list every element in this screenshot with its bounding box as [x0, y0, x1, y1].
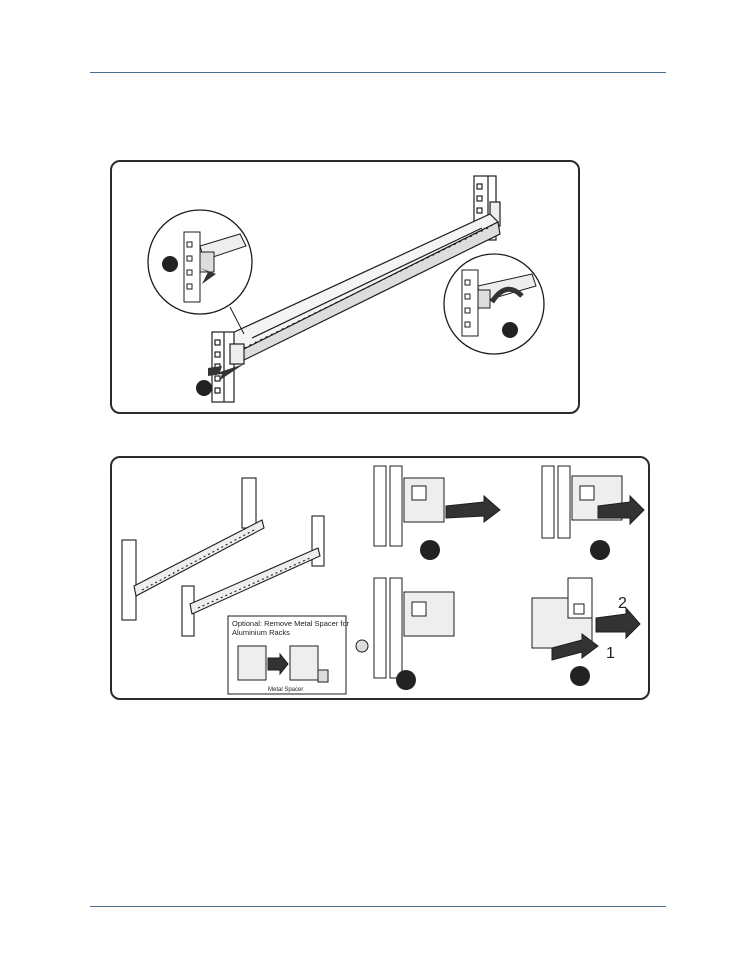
note-line-2: Aluminium Racks	[232, 628, 290, 637]
figure-top-panel	[110, 160, 580, 414]
header-rule	[90, 72, 666, 73]
zoom-callout-right	[443, 253, 545, 355]
marker-g	[570, 666, 590, 686]
slide-rail	[229, 213, 501, 363]
note-line-1: Optional: Remove Metal Spacer for	[232, 619, 350, 628]
marker-a	[162, 256, 178, 272]
marker-c	[196, 380, 212, 396]
detail-top-middle	[373, 465, 501, 547]
marker-f	[396, 670, 416, 690]
metal-spacer-note	[227, 615, 347, 695]
detail-bottom-middle	[355, 577, 455, 679]
rails-overview	[121, 477, 325, 637]
step-label-1: 1	[606, 645, 615, 662]
rack-post-left	[211, 331, 245, 403]
marker-d	[420, 540, 440, 560]
spacer-label: Metal Spacer	[268, 687, 303, 693]
step-label-2: 2	[618, 595, 627, 612]
detail-bottom-right	[531, 577, 641, 661]
figure-bottom-panel: Optional: Remove Metal Spacer for Alumin…	[110, 456, 650, 700]
detail-top-right	[541, 465, 645, 539]
figure-top-illustration	[147, 175, 545, 403]
marker-e	[590, 540, 610, 560]
marker-b	[502, 322, 518, 338]
pull-arrow	[208, 364, 244, 380]
footer-rule	[90, 906, 666, 907]
figure-bottom-illustration: Optional: Remove Metal Spacer for Alumin…	[121, 465, 645, 695]
